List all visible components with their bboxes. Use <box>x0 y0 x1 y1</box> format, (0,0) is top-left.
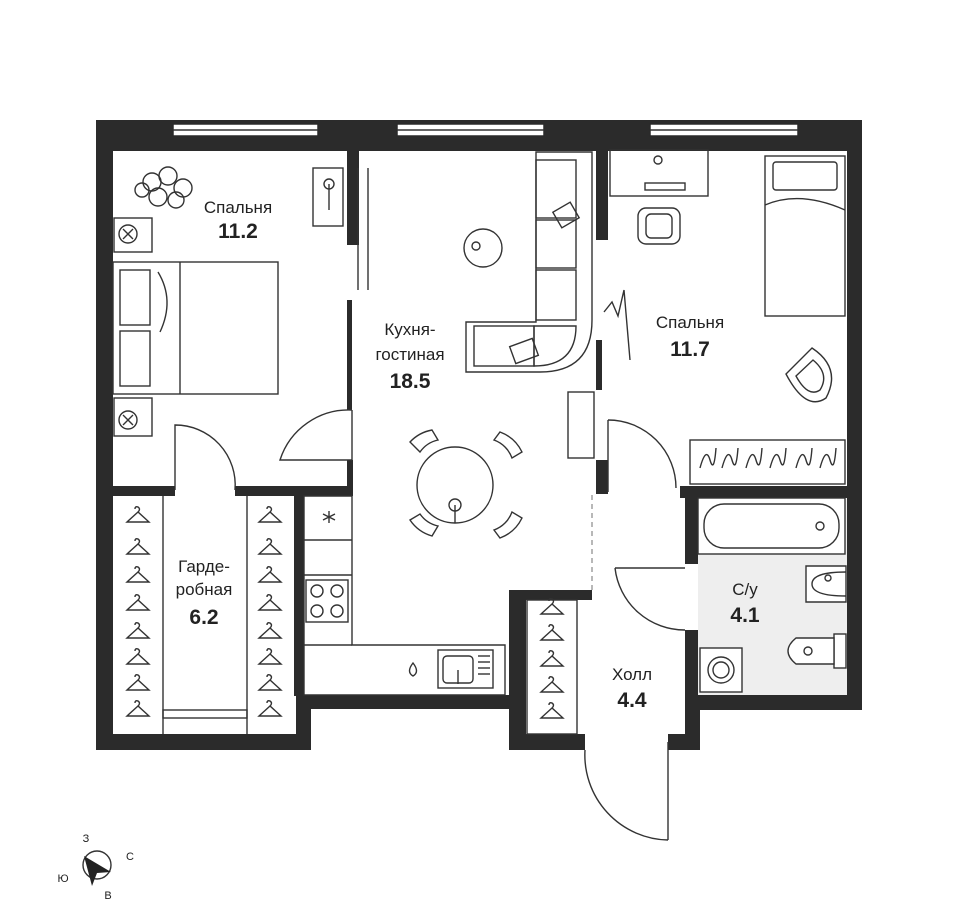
kitchen-sink-icon <box>437 649 494 689</box>
water-drop-icon <box>408 661 418 677</box>
door-bathroom[interactable] <box>614 567 686 631</box>
hanger-icon <box>539 702 565 719</box>
hanger-icon <box>257 700 283 717</box>
door-entrance[interactable] <box>584 742 669 841</box>
tv-stand-icon <box>567 391 595 459</box>
mirror-icon <box>603 289 631 361</box>
hanger-icon <box>257 648 283 665</box>
desk-icon <box>609 149 709 197</box>
dining-table-icon <box>409 429 523 539</box>
nightstand-icon <box>113 397 153 437</box>
hanger-icon <box>539 598 565 615</box>
kitchen-counter <box>303 495 506 696</box>
hanger-icon <box>125 674 151 691</box>
windows <box>172 123 799 137</box>
living-area: 18.5 <box>390 370 431 393</box>
hanger-icon <box>539 624 565 641</box>
bedroom1-name: Спальня <box>204 198 272 217</box>
washing-machine-icon <box>699 647 743 693</box>
bedroom1-area: 11.2 <box>218 220 258 243</box>
sofa-icon <box>465 151 593 373</box>
compass-arrow-icon <box>84 856 111 886</box>
room-label-bedroom1: Спальня 11.2 <box>204 198 272 243</box>
bathroom-name: С/у <box>732 580 758 599</box>
hanger-icon <box>257 622 283 639</box>
compass-north-label: З <box>83 833 90 845</box>
wardrobe-shelves <box>162 496 248 734</box>
wardrobe-closet-icon <box>357 168 369 290</box>
coffee-table-icon <box>463 228 503 268</box>
living-name-line2: гостиная <box>375 345 444 364</box>
hall-area: 4.4 <box>617 689 647 712</box>
hanger-icon <box>257 506 283 523</box>
hanger-icon <box>257 594 283 611</box>
hanger-icon <box>539 650 565 667</box>
bedside-table-icon <box>312 167 344 227</box>
hanger-icon <box>539 676 565 693</box>
toilet-icon <box>787 633 847 669</box>
hanger-icon <box>125 538 151 555</box>
hanger-icon <box>125 506 151 523</box>
nightstand-icon <box>113 217 153 253</box>
living-name-line1: Кухня- <box>384 320 435 339</box>
hanger-icon <box>125 648 151 665</box>
desk-chair-icon <box>637 207 681 245</box>
armchair-icon <box>785 347 833 403</box>
fridge-icon <box>322 511 336 523</box>
room-label-bathroom: С/у 4.1 <box>730 580 760 627</box>
double-bed-icon <box>112 261 279 395</box>
hanger-icon <box>125 700 151 717</box>
room-label-bedroom2: Спальня 11.7 <box>656 313 724 361</box>
bathroom-area: 4.1 <box>730 604 760 627</box>
door-wardrobe[interactable] <box>174 424 236 491</box>
compass-west-label: Ю <box>57 873 68 885</box>
hanger-icon <box>125 566 151 583</box>
compass-south-label: В <box>104 890 111 900</box>
wardrobe-name-line2: робная <box>176 580 233 599</box>
hanger-icon <box>257 566 283 583</box>
door-bedroom1[interactable] <box>279 409 353 461</box>
wardrobe-name-line1: Гарде- <box>178 557 230 576</box>
bathtub-icon <box>697 497 846 555</box>
wardrobe-area: 6.2 <box>189 606 218 629</box>
washbasin-icon <box>805 565 847 603</box>
room-label-hall: Холл 4.4 <box>612 665 652 712</box>
hall-name: Холл <box>612 665 652 684</box>
hanger-icon <box>125 594 151 611</box>
compass-east-label: С <box>126 851 134 863</box>
room-label-living: Кухня- гостиная 18.5 <box>375 320 444 393</box>
cooktop-icon <box>305 579 349 623</box>
hangers <box>125 506 565 719</box>
hanger-icon <box>257 674 283 691</box>
bedroom2-name: Спальня <box>656 313 724 332</box>
hanger-icon <box>257 538 283 555</box>
room-label-wardrobe: Гарде- робная 6.2 <box>176 557 233 629</box>
closet-icon <box>689 439 846 485</box>
single-bed-icon <box>764 155 846 317</box>
bedroom2-area: 11.7 <box>670 338 710 361</box>
hall-closet <box>526 599 578 735</box>
compass: З С В Ю <box>57 833 134 900</box>
door-bedroom2[interactable] <box>607 419 677 492</box>
hanger-icon <box>125 622 151 639</box>
plant-icon <box>134 166 193 209</box>
